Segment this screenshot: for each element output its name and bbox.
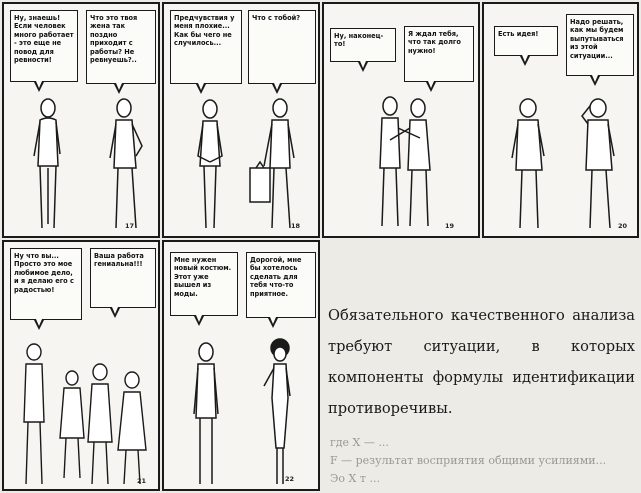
bleed-through-text: где X — ... [330, 436, 389, 449]
man-figure [109, 98, 143, 229]
panel-number: 20 [617, 222, 627, 230]
panel-number: 19 [444, 222, 454, 230]
speech-bubble: Есть идея! [494, 26, 558, 56]
bubble-tail [358, 61, 368, 72]
panel-number: 17 [124, 222, 134, 230]
thinking-man-figure [581, 98, 615, 229]
speech-bubble: Я ждал тебя, что так долго нужно! [404, 26, 474, 82]
man-figure [511, 98, 545, 229]
bleed-through-text: F — результат восприятия общими усилиями… [330, 454, 607, 467]
speech-bubble: Ваша работа гениальна!!! [90, 248, 156, 308]
bleed-through-text: Эо X т ... [330, 472, 380, 485]
bubble-tail [196, 83, 206, 94]
speech-bubble: Ну, знаешь! Если человек много работает … [10, 10, 78, 82]
bubble-tail [590, 75, 600, 86]
group-figure [23, 343, 147, 485]
bubble-tail [114, 83, 124, 94]
speech-bubble: Что это твоя жена так поздно приходит с … [86, 10, 156, 84]
speech-bubble: Надо решать, как мы будем выпутываться и… [566, 14, 634, 76]
speech-bubble: Мне нужен новый костюм. Этот уже вышел и… [170, 252, 238, 316]
hugging-couple-figure [379, 96, 431, 227]
woman-figure [263, 338, 291, 484]
speech-bubble: Дорогой, мне бы хотелось сделать для теб… [246, 252, 316, 318]
bubble-tail [194, 315, 204, 326]
bubble-tail [34, 81, 44, 92]
woman-figure [197, 99, 223, 229]
bubble-tail [520, 55, 530, 66]
caption-text: Обязательного качественного анализа треб… [328, 307, 635, 417]
bubble-tail [110, 307, 120, 318]
panel-18: Предчувствия у меня плохие... Как бы чег… [162, 2, 320, 238]
panel-19: Ну, наконец-то! Я ждал тебя, что так дол… [322, 2, 480, 238]
panel-number: 18 [290, 222, 300, 230]
speech-bubble: Ну что вы... Просто это мое любимое дело… [10, 248, 82, 320]
man-figure [193, 342, 219, 484]
bubble-tail [426, 81, 436, 92]
panel-20: Есть идея! Надо решать, как мы будем вып… [482, 2, 639, 238]
bubble-tail [272, 83, 282, 94]
man-figure [33, 98, 61, 229]
panel-number: 21 [136, 477, 146, 485]
speech-bubble: Предчувствия у меня плохие... Как бы чег… [170, 10, 242, 84]
speech-bubble: Что с тобой? [248, 10, 316, 84]
panel-17: Ну, знаешь! Если человек много работает … [2, 2, 160, 238]
panel-22: Мне нужен новый костюм. Этот уже вышел и… [162, 240, 320, 491]
man-with-bag-figure [249, 98, 295, 229]
speech-bubble: Ну, наконец-то! [330, 28, 396, 62]
panel-21: Ну что вы... Просто это мое любимое дело… [2, 240, 160, 491]
bubble-tail [34, 319, 44, 330]
panel-number: 22 [284, 475, 294, 483]
bubble-tail [268, 317, 278, 328]
